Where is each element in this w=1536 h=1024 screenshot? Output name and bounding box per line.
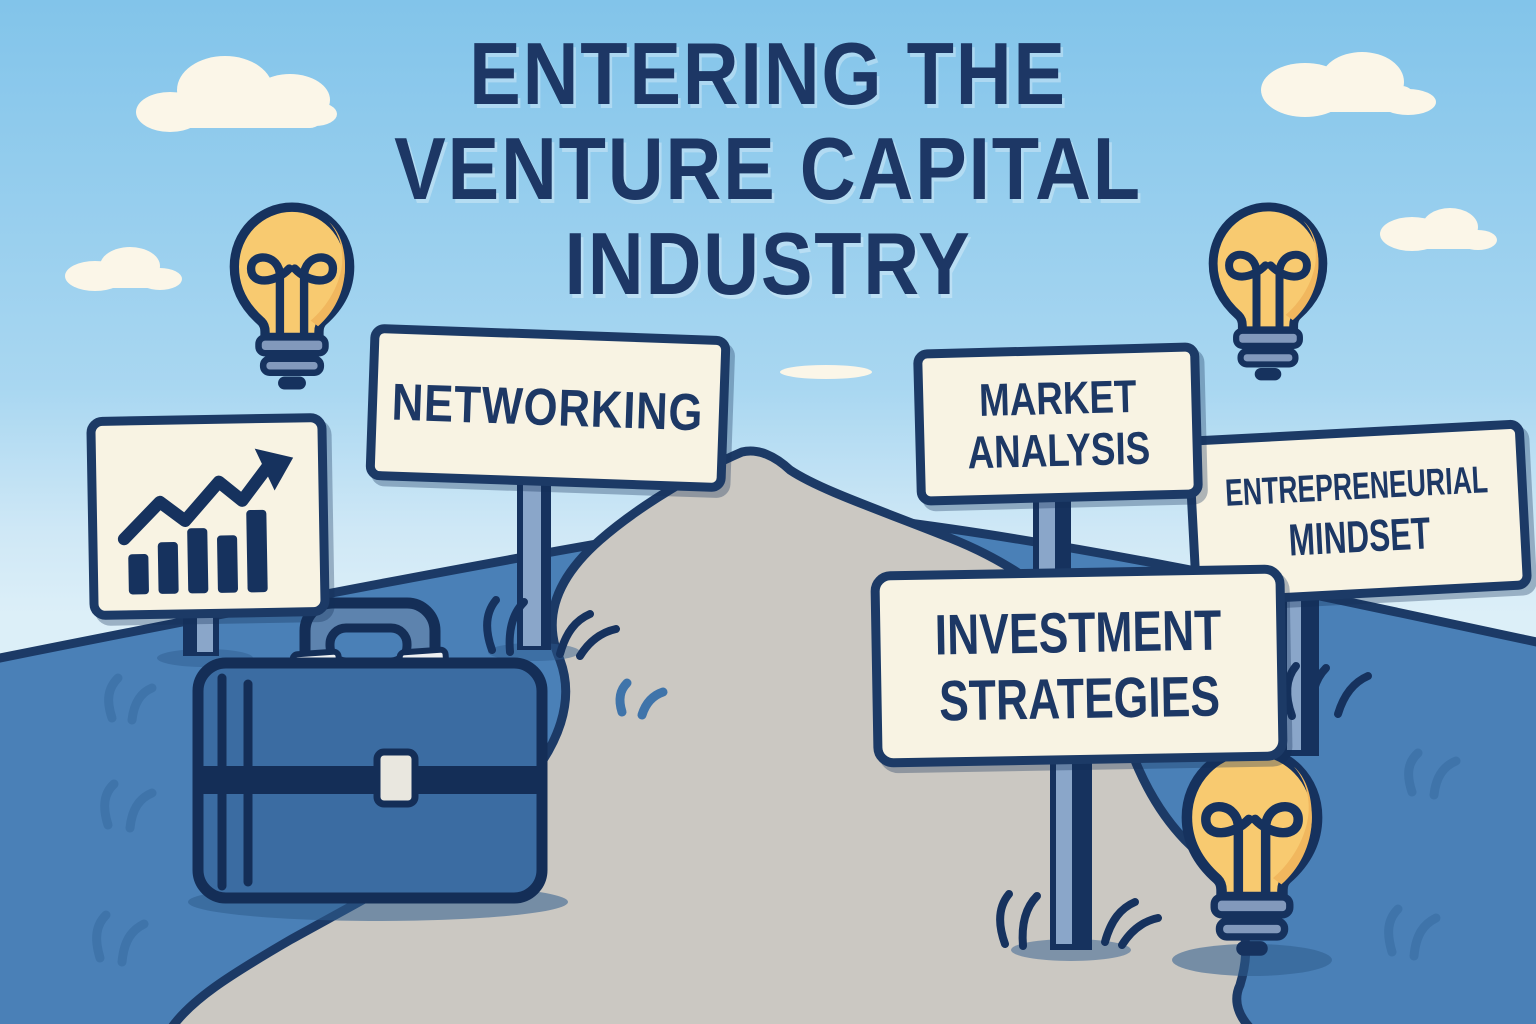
sign-growth-chart — [86, 412, 330, 621]
market-analysis-line-2: ANALYSIS — [966, 421, 1151, 479]
market-analysis-line-1: MARKET — [977, 369, 1137, 427]
entrepreneurial-mindset-line-2: MINDSET — [1287, 507, 1432, 566]
page-title: ENTERING THE VENTURE CAPITAL INDUSTRY — [0, 26, 1536, 311]
sign-networking: NETWORKING — [365, 323, 731, 493]
cloud-top-right — [1261, 52, 1436, 117]
title-line-3: INDUSTRY — [564, 214, 972, 313]
investment-strategies-line-1: INVESTMENT — [934, 598, 1223, 668]
grass-tuft-dark — [483, 596, 1372, 950]
briefcase-icon — [192, 597, 548, 904]
sign-investment-strategies: INVESTMENT STRATEGIES — [870, 564, 1288, 768]
cloud-right-small — [1380, 208, 1497, 251]
networking-sign-post — [517, 462, 551, 650]
networking-label: NETWORKING — [391, 373, 705, 443]
growth-chart-icon — [117, 448, 294, 594]
title-line-1: ENTERING THE — [469, 24, 1067, 123]
sign-market-analysis: MARKET ANALYSIS — [913, 342, 1203, 506]
title-line-2: VENTURE CAPITAL — [394, 119, 1142, 218]
cloud-top-left — [136, 56, 337, 132]
cloud-left-small — [65, 247, 182, 291]
investment-strategies-line-2: STRATEGIES — [938, 664, 1221, 734]
grass-tuft-subtle — [92, 673, 1461, 967]
entrepreneurial-mindset-line-1: ENTREPRENEURIAL — [1224, 459, 1490, 515]
cloud-dash — [780, 365, 872, 379]
